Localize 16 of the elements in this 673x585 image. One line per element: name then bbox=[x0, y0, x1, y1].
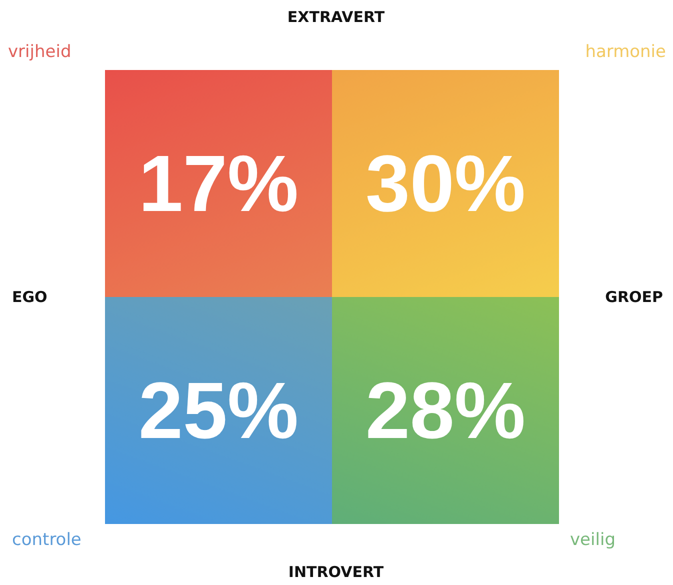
percentage-value: 28% bbox=[365, 364, 526, 456]
corner-label: harmonie bbox=[585, 42, 666, 62]
corner-label: controle bbox=[12, 530, 82, 550]
percentage-value: 17% bbox=[138, 138, 299, 230]
axis-label: EGO bbox=[12, 288, 48, 306]
quadrant-panel bbox=[105, 297, 332, 524]
axis-label: GROEP bbox=[605, 288, 663, 306]
percentage-value: 25% bbox=[138, 364, 299, 456]
percentage-value: 30% bbox=[365, 138, 526, 230]
corner-label: veilig bbox=[570, 530, 616, 550]
quadrant-panel bbox=[105, 70, 332, 297]
corner-label: vrijheid bbox=[8, 42, 72, 62]
quadrant-panel bbox=[332, 297, 559, 524]
axis-label: INTROVERT bbox=[288, 563, 384, 581]
axis-label: EXTRAVERT bbox=[287, 8, 385, 26]
quadrant-panel bbox=[332, 70, 559, 297]
